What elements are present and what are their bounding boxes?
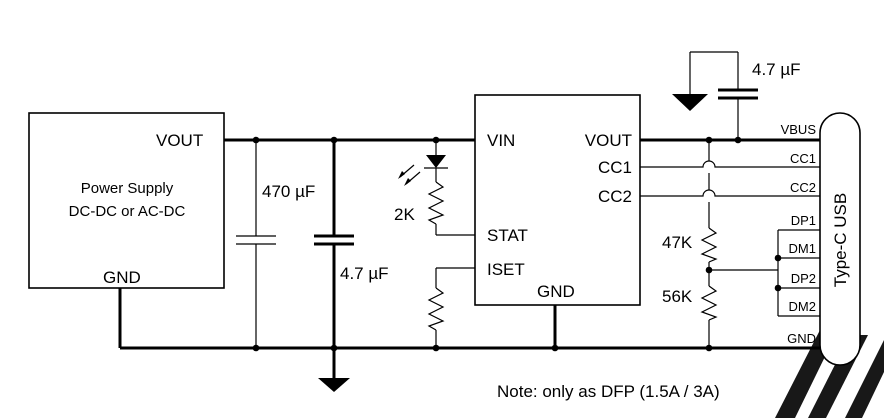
cap-output-label: 4.7 µF <box>752 60 801 79</box>
pin-gnd: GND <box>787 331 816 346</box>
resistor-iset-icon <box>427 287 445 331</box>
resistor-47k-icon <box>700 227 718 263</box>
cap-bulk-label: 470 µF <box>262 182 315 201</box>
cap-input-label: 4.7 µF <box>340 264 389 283</box>
dfp-note: Note: only as DFP (1.5A / 3A) <box>497 382 720 401</box>
resistor-56k-label: 56K <box>662 287 693 306</box>
led-icon <box>398 155 448 186</box>
ground-icon <box>318 378 350 392</box>
ps-title-line1: Power Supply <box>81 180 174 197</box>
resistor-2k-label: 2K <box>394 205 415 224</box>
pin-dm2: DM2 <box>789 299 816 314</box>
wiring <box>118 51 820 378</box>
ps-vout-label: VOUT <box>156 131 203 150</box>
cap-input-symbol <box>314 234 354 246</box>
pin-cc2: CC2 <box>790 180 816 195</box>
pin-dm1: DM1 <box>789 241 816 256</box>
ic-cc2-pin: CC2 <box>598 187 632 206</box>
ic-stat-pin: STAT <box>487 226 528 245</box>
resistor-47k-label: 47K <box>662 233 693 252</box>
connector-name: Type-C USB <box>831 193 850 287</box>
ps-gnd-label: GND <box>103 268 141 287</box>
junctions <box>252 136 782 352</box>
ps-title-line2: DC-DC or AC-DC <box>69 203 186 220</box>
resistor-2k-icon <box>427 181 445 225</box>
ic-gnd-pin: GND <box>537 282 575 301</box>
pin-dp1: DP1 <box>791 213 816 228</box>
ic-iset-pin: ISET <box>487 260 525 279</box>
cap-output-symbol <box>718 88 758 100</box>
cap-bulk-symbol <box>236 235 276 245</box>
pin-cc1: CC1 <box>790 151 816 166</box>
resistor-56k-icon <box>700 285 718 321</box>
ic-cc1-pin: CC1 <box>598 158 632 177</box>
ic-vout-pin: VOUT <box>585 131 632 150</box>
ic-vin-pin: VIN <box>487 131 515 150</box>
charger-ic: VIN VOUT CC1 CC2 STAT ISET GND <box>474 94 641 306</box>
ground-icon-top <box>672 94 708 111</box>
type-c-connector: Type-C USB VBUS CC1 CC2 DP1 DM1 DP2 DM2 … <box>781 112 861 366</box>
pin-vbus: VBUS <box>781 122 817 137</box>
power-supply-block: VOUT Power Supply DC-DC or AC-DC GND <box>28 112 225 289</box>
pin-dp2: DP2 <box>791 271 816 286</box>
